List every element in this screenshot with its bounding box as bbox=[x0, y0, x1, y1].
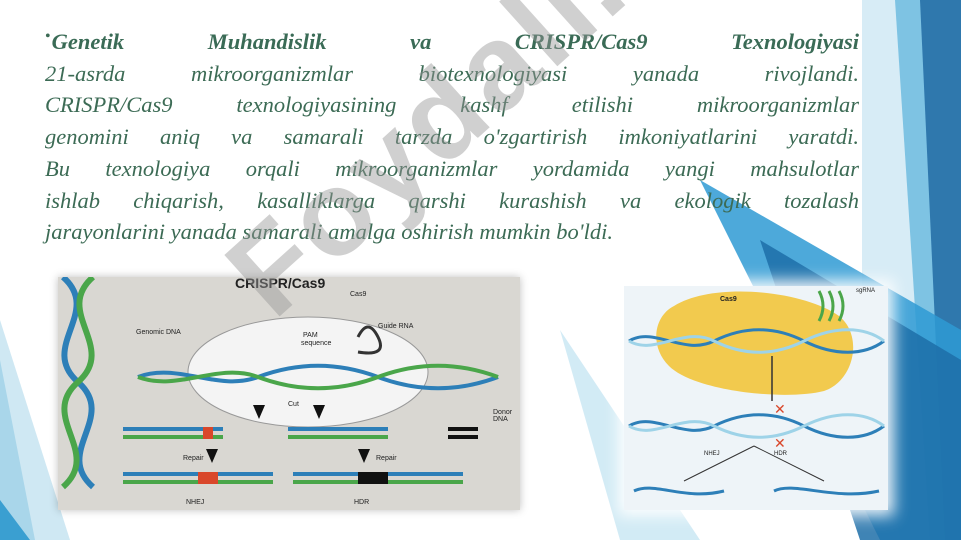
paragraph-line: Bu texnologiya orqali mikroorganizmlar y… bbox=[45, 155, 859, 181]
paragraph-line: ishlab chiqarish, kasalliklarga qarshi k… bbox=[45, 187, 859, 213]
cas9-mechanism-drawing: ✕ ✕ bbox=[628, 290, 885, 496]
svg-text:✕: ✕ bbox=[774, 402, 786, 418]
paragraph-line: genomini aniq va samarali tarzda o'zgart… bbox=[45, 124, 859, 150]
main-text: •Genetik Muhandislik va CRISPR/Cas9 Texn… bbox=[45, 26, 859, 248]
dna-strand bbox=[628, 328, 885, 354]
label-sgrna: sgRNA bbox=[856, 288, 876, 294]
label-guide-rna: Guide RNA bbox=[378, 323, 414, 330]
diagram-title: CRISPR/Cas9 bbox=[235, 275, 326, 291]
paragraph-line: jarayonlarini yanada samarali amalga osh… bbox=[45, 219, 613, 245]
label-cut: Cut bbox=[288, 401, 299, 408]
crispr-diagram-drawing bbox=[60, 274, 499, 490]
label-sequence: sequence bbox=[301, 340, 332, 347]
label-pam: PAM bbox=[303, 332, 318, 339]
bullet-icon: • bbox=[45, 28, 51, 45]
label-repair-right: Repair bbox=[376, 455, 397, 462]
svg-text:✕: ✕ bbox=[774, 436, 786, 452]
dna-strand bbox=[628, 413, 885, 439]
label-genomic-dna: Genomic DNA bbox=[136, 329, 181, 336]
label-cas9: Cas9 bbox=[720, 296, 737, 303]
crispr-diagram-image: CRISPR/Cas9 Genomic DNA Cas9 Guide RNA P… bbox=[58, 274, 520, 510]
label-hdr: HDR bbox=[354, 499, 370, 506]
slide-heading: Genetik Muhandislik va CRISPR/Cas9 Texno… bbox=[51, 29, 859, 54]
repair-strands bbox=[123, 427, 478, 484]
label-donor-dna: Donor DNA bbox=[493, 409, 513, 423]
label-hdr: HDR bbox=[774, 451, 787, 457]
paragraph-line: 21-asrda mikroorganizmlar biotexnologiya… bbox=[45, 60, 859, 86]
heading-line: •Genetik Muhandislik va CRISPR/Cas9 Texn… bbox=[45, 26, 859, 58]
dna-strand bbox=[137, 363, 499, 391]
label-nhej: NHEJ bbox=[704, 451, 720, 457]
label-nhej: NHEJ bbox=[186, 499, 205, 506]
dna-helix-icon bbox=[60, 274, 96, 490]
label-repair-left: Repair bbox=[183, 455, 204, 462]
paragraph-line: CRISPR/Cas9 texnologiyasining kashf etil… bbox=[45, 92, 859, 118]
label-cas9: Cas9 bbox=[350, 291, 367, 298]
cas9-mechanism-image: ✕ ✕ Cas9 sgRNA NHEJ HDR bbox=[624, 286, 888, 510]
